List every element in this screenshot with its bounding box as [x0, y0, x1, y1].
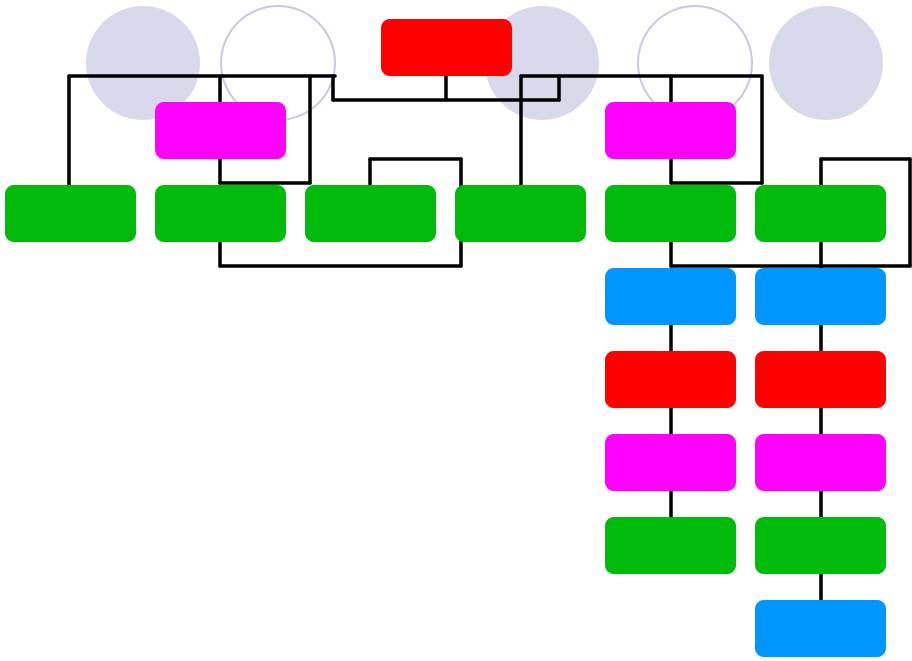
node-box-m4 [755, 434, 886, 491]
background-circles [86, 5, 883, 121]
node-box-m1 [155, 102, 286, 159]
node-box-b2 [755, 268, 886, 325]
node-boxes [5, 19, 886, 657]
node-box-m2 [605, 102, 736, 159]
node-box-g5 [605, 185, 736, 242]
node-box-b3 [755, 600, 886, 657]
background-circle-c1 [86, 6, 200, 120]
background-circle-c3 [485, 6, 599, 120]
node-box-root [381, 19, 512, 76]
node-box-g2 [155, 185, 286, 242]
background-circle-c5 [769, 6, 883, 120]
node-box-g8 [755, 517, 886, 574]
node-box-g4 [455, 185, 586, 242]
node-box-m3 [605, 434, 736, 491]
node-box-b1 [605, 268, 736, 325]
connector-lines [67, 74, 912, 602]
node-box-g7 [605, 517, 736, 574]
node-box-r2 [755, 351, 886, 408]
node-box-g1 [5, 185, 136, 242]
node-box-g6 [755, 185, 886, 242]
node-box-r1 [605, 351, 736, 408]
node-box-g3 [305, 185, 436, 242]
